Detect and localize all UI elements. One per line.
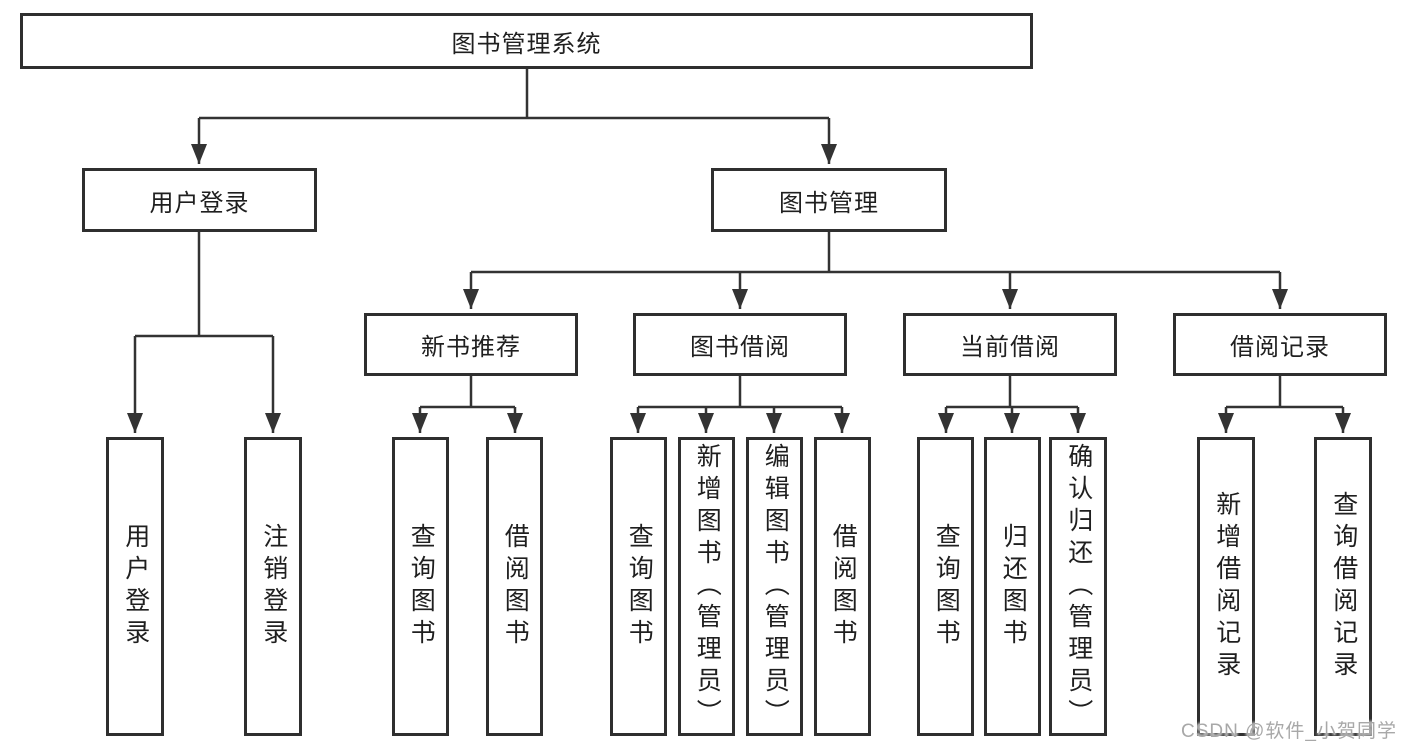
node-user-login: 用户登录 — [82, 168, 317, 232]
leaf-label: 新增图书（管理员） — [693, 442, 722, 731]
leaf-label: 查询图书 — [407, 522, 436, 651]
leaf-borrow-borrow-books: 借阅图书 — [814, 437, 871, 736]
csdn-watermark: CSDN @软件_小贺同学 — [1181, 721, 1397, 742]
leaf-label: 编辑图书（管理员） — [761, 442, 790, 731]
leaf-logout: 注销登录 — [244, 437, 302, 736]
leaf-label: 归还图书 — [999, 522, 1028, 651]
node-book-borrow: 图书借阅 — [633, 313, 847, 376]
leaf-label: 查询图书 — [932, 522, 961, 651]
leaf-borrow-edit-books-admin: 编辑图书（管理员） — [746, 437, 803, 736]
leaf-label: 新增借阅记录 — [1212, 490, 1241, 683]
leaf-records-query-record: 查询借阅记录 — [1314, 437, 1372, 736]
leaf-recommend-query-books: 查询图书 — [392, 437, 449, 736]
leaf-user-login: 用户登录 — [106, 437, 164, 736]
leaf-current-query-books: 查询图书 — [917, 437, 974, 736]
leaf-borrow-add-books-admin: 新增图书（管理员） — [678, 437, 735, 736]
node-library-management-system: 图书管理系统 — [20, 13, 1033, 69]
leaf-current-return-books: 归还图书 — [984, 437, 1041, 736]
leaf-borrow-query-books: 查询图书 — [610, 437, 667, 736]
leaf-label: 查询借阅记录 — [1329, 490, 1358, 683]
node-book-management: 图书管理 — [711, 168, 947, 232]
leaf-recommend-borrow-books: 借阅图书 — [486, 437, 543, 736]
leaf-records-add-record: 新增借阅记录 — [1197, 437, 1255, 736]
leaf-label: 借阅图书 — [829, 522, 858, 651]
node-new-book-recommend: 新书推荐 — [364, 313, 578, 376]
leaf-label: 注销登录 — [259, 522, 288, 651]
node-current-borrow: 当前借阅 — [903, 313, 1117, 376]
node-borrow-records: 借阅记录 — [1173, 313, 1387, 376]
leaf-current-confirm-return-admin: 确认归还（管理员） — [1049, 437, 1107, 736]
leaf-label: 用户登录 — [121, 522, 150, 651]
leaf-label: 查询图书 — [625, 522, 654, 651]
leaf-label: 确认归还（管理员） — [1064, 442, 1093, 731]
leaf-label: 借阅图书 — [501, 522, 530, 651]
